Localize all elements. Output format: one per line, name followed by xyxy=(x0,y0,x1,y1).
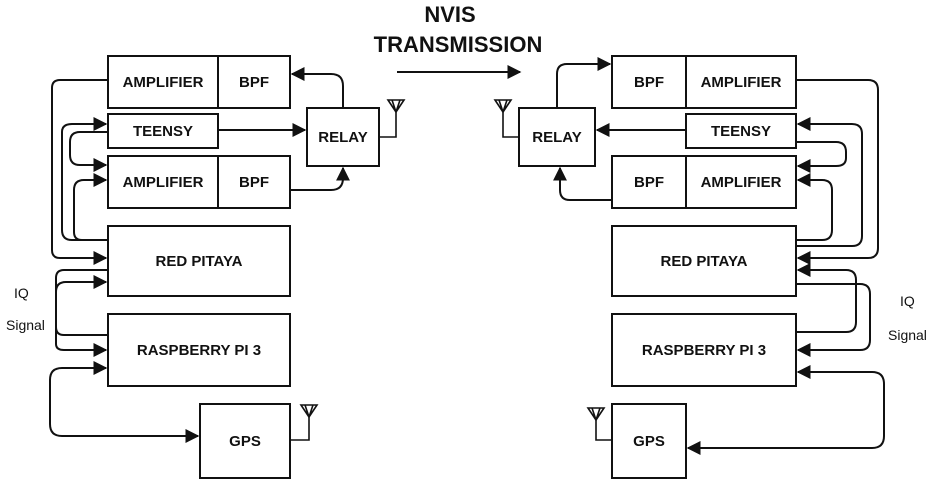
right-teensy-loop xyxy=(796,141,847,173)
title-line-1: NVIS xyxy=(424,2,475,27)
right-bpf-bottom-label: BPF xyxy=(634,174,664,191)
left-gps-label: GPS xyxy=(229,433,261,450)
left-red-pitaya-to-raspberry xyxy=(55,269,108,357)
right-bpf-top-box xyxy=(611,55,687,109)
left-bpf-bottom-box xyxy=(217,155,291,209)
left-amplifier-top-to-red-pitaya xyxy=(51,79,108,265)
left-relay-antenna-wire xyxy=(379,110,397,138)
left-amplifier-top-label: AMPLIFIER xyxy=(123,74,204,91)
right-relay-label: RELAY xyxy=(532,129,581,146)
left-station: AMPLIFIER BPF TEENSY RELAY AMPLIFIER BPF… xyxy=(6,55,406,479)
right-raspberry-label: RASPBERRY PI 3 xyxy=(642,342,766,359)
left-raspberry-label: RASPBERRY PI 3 xyxy=(137,342,261,359)
left-teensy-label: TEENSY xyxy=(133,123,193,140)
right-relay-to-bpf-top xyxy=(556,57,612,108)
right-relay-box xyxy=(518,107,596,167)
left-gps-box xyxy=(199,403,291,479)
left-red-pitaya-to-amplifier-bottom xyxy=(73,173,108,241)
right-red-pitaya-to-amplifier-bottom xyxy=(796,173,833,241)
left-raspberry-gps-link xyxy=(49,361,200,443)
right-amplifier-bottom-box xyxy=(685,155,797,209)
right-bpf-top-label: BPF xyxy=(634,74,664,91)
right-relay-antenna-icon xyxy=(493,99,513,114)
right-iq-label-2: Signal xyxy=(888,327,927,343)
right-red-pitaya-to-raspberry xyxy=(796,283,871,357)
left-red-pitaya-box xyxy=(107,225,291,297)
right-teensy-label: TEENSY xyxy=(711,123,771,140)
right-red-pitaya-to-teensy xyxy=(796,117,863,247)
left-teensy-loop xyxy=(69,131,108,172)
right-red-pitaya-box xyxy=(611,225,797,297)
title-line-2: TRANSMISSION xyxy=(374,32,543,57)
left-gps-antenna-icon xyxy=(299,404,319,419)
right-gps-box xyxy=(611,403,687,479)
left-relay-antenna-icon xyxy=(386,99,406,114)
left-bpf-bottom-label: BPF xyxy=(239,174,269,191)
right-amplifier-bottom-label: AMPLIFIER xyxy=(701,174,782,191)
left-bpf-top-box xyxy=(217,55,291,109)
right-teensy-box xyxy=(685,113,797,149)
right-iq-label-1: IQ xyxy=(900,293,915,309)
left-raspberry-iq-to-red-pitaya xyxy=(55,275,108,336)
right-relay-antenna-wire xyxy=(502,112,519,138)
right-gps-label: GPS xyxy=(633,433,665,450)
right-raspberry-iq-to-red-pitaya xyxy=(796,263,857,333)
left-bpf-top-label: BPF xyxy=(239,74,269,91)
left-gps-antenna-wire xyxy=(290,416,310,441)
left-iq-label-1: IQ xyxy=(14,285,29,301)
right-bpf-bottom-box xyxy=(611,155,687,209)
left-relay-label: RELAY xyxy=(318,129,367,146)
right-red-pitaya-label: RED PITAYA xyxy=(661,253,748,270)
left-amplifier-bottom-label: AMPLIFIER xyxy=(123,174,204,191)
right-amplifier-top-label: AMPLIFIER xyxy=(701,74,782,91)
right-amplifier-top-box xyxy=(685,55,797,109)
right-raspberry-gps-link xyxy=(686,365,885,455)
right-gps-antenna-wire xyxy=(595,420,612,441)
left-red-pitaya-label: RED PITAYA xyxy=(156,253,243,270)
left-iq-label-2: Signal xyxy=(6,317,45,333)
right-amplifier-top-to-red-pitaya xyxy=(796,79,879,265)
right-bpf-bottom-to-relay xyxy=(553,166,612,201)
left-bpf-top-to-relay xyxy=(290,67,344,108)
left-red-pitaya-to-teensy xyxy=(61,117,108,241)
right-station: BPF AMPLIFIER RELAY TEENSY BPF AMPLIFIER… xyxy=(493,55,927,479)
left-bpf-bottom-to-relay xyxy=(290,166,350,191)
right-gps-antenna-icon xyxy=(586,407,606,422)
